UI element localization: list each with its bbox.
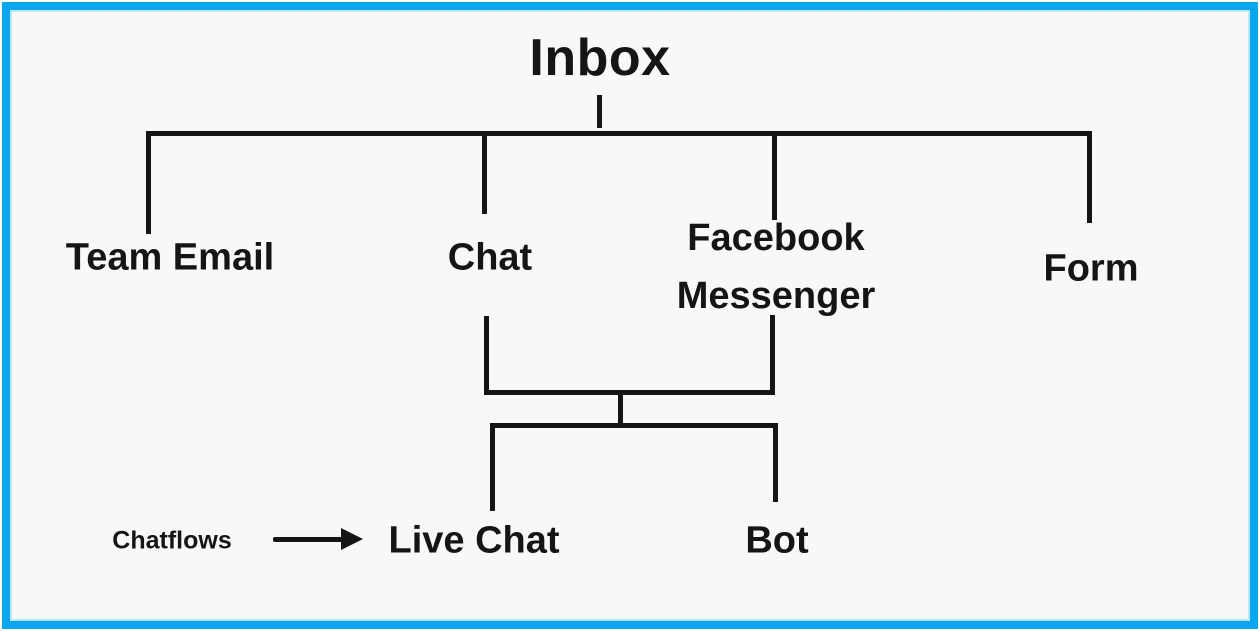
level1-branch-hline — [146, 131, 1092, 136]
root-stub-line — [597, 95, 602, 128]
team-email-vline — [146, 131, 151, 234]
converge-hline — [484, 390, 775, 395]
node-facebook-messenger-line2: Messenger — [676, 275, 876, 317]
node-team-email: Team Email — [65, 236, 275, 279]
facebook-messenger-vline — [772, 131, 777, 220]
node-inbox: Inbox — [529, 29, 671, 87]
node-form: Form — [1043, 247, 1139, 290]
bot-vline — [773, 423, 778, 502]
node-bot: Bot — [745, 519, 809, 562]
live-chat-vline — [490, 423, 495, 511]
converge-stub-line — [618, 390, 623, 428]
node-chat: Chat — [447, 236, 533, 279]
chat-vline — [482, 131, 487, 214]
node-live-chat: Live Chat — [388, 519, 560, 562]
form-vline — [1087, 131, 1092, 223]
node-facebook-messenger-line1: Facebook — [687, 217, 865, 259]
node-facebook-messenger: Facebook Messenger — [626, 209, 926, 325]
level2-branch-hline — [490, 423, 778, 428]
right-arrow-icon — [273, 526, 363, 552]
right-arrow-shaft — [273, 537, 345, 542]
annotation-chatflows: Chatflows — [112, 526, 232, 555]
right-arrow-head — [341, 528, 363, 550]
messenger-down-vline — [770, 315, 775, 394]
chat-down-vline — [484, 316, 489, 394]
